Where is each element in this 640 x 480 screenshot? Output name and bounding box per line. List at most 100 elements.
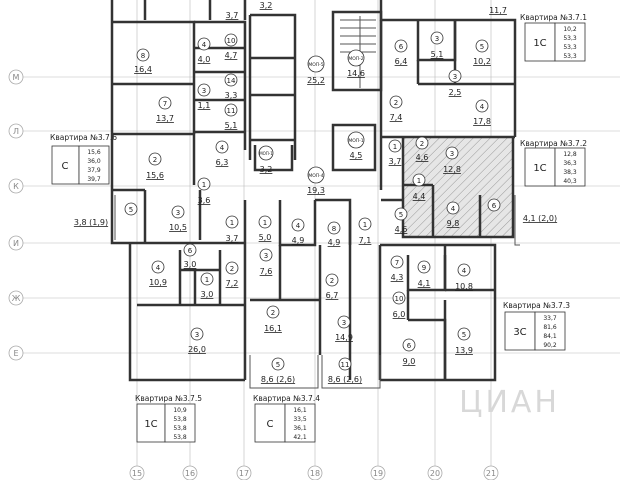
room: 11 8,6 (2,6) — [328, 357, 362, 384]
room: 2 7,2 — [225, 261, 239, 288]
room-number: 11 — [227, 107, 236, 115]
room: 2 15,6 — [146, 152, 164, 180]
room-number: 1 — [417, 177, 421, 185]
room-number: 5 — [480, 43, 484, 51]
room-number: 4 — [202, 41, 207, 49]
room-area: 4,1 (2,0) — [523, 214, 557, 223]
room: 2 7,4 — [389, 95, 403, 122]
room-number: 3 — [342, 319, 346, 327]
axis-row-e: Е — [13, 349, 18, 358]
room-area: 4,0 — [198, 55, 211, 64]
room-number: 2 — [394, 99, 398, 107]
unit-value: 10,2 — [563, 26, 577, 33]
room: 5 13,9 — [455, 327, 473, 355]
axis-row-l: Л — [13, 127, 19, 136]
axis-col-16: 16 — [185, 469, 195, 478]
unit-value: 16,1 — [293, 407, 307, 414]
unit-legend-3-7-3: Квартира №3.7.3 3С 33,7 81,6 84,1 90,2 — [503, 301, 570, 351]
room-number: 7 — [395, 259, 399, 267]
room-area: 8,6 (2,6) — [328, 375, 362, 384]
unit-value: 12,8 — [563, 151, 577, 158]
room: 3 1,1 — [197, 83, 211, 110]
room-number: 1 — [230, 219, 234, 227]
room: 2 6,7 — [325, 273, 339, 300]
room-area: 6,7 — [326, 291, 339, 300]
unit-value: 36,0 — [87, 158, 101, 165]
axis-col-18: 18 — [310, 469, 320, 478]
room-area: 7,6 — [260, 267, 273, 276]
room: 6 6,4 — [394, 39, 408, 66]
room-area: 3,3 — [225, 91, 238, 100]
room: 11,7 — [489, 6, 507, 15]
room: 8 16,4 — [134, 48, 152, 74]
room-number: 11 — [341, 361, 350, 369]
room: 4 6,3 — [215, 140, 229, 167]
room-number: 1 — [393, 143, 397, 151]
room-area: 4,7 — [225, 51, 238, 60]
room-number: МОП-5 — [308, 62, 323, 68]
unit-value: 15,6 — [87, 149, 101, 156]
unit-value: 36,1 — [293, 425, 307, 432]
room-area: 4,6 — [395, 225, 408, 234]
room: 5 4,6 — [394, 207, 408, 234]
room-number: 6 — [188, 247, 193, 255]
room-number: 7 — [163, 100, 167, 108]
room-number: 3 — [453, 73, 457, 81]
room-number: 4 — [296, 222, 301, 230]
unit-value: 81,6 — [543, 324, 557, 331]
room-area: 10,8 — [455, 282, 473, 291]
room-area: 19,3 — [307, 186, 325, 195]
room-area: 6,4 — [395, 57, 408, 66]
unit-value: 53,8 — [173, 416, 187, 423]
axis-row-m: М — [13, 73, 20, 82]
room: 3 26,0 — [188, 327, 206, 354]
unit-value: 42,1 — [293, 434, 307, 441]
unit-type: С — [267, 419, 274, 430]
room-number: 6 — [407, 342, 412, 350]
room-area: 14,9 — [335, 333, 353, 342]
unit-title: Квартира №3.7.5 — [135, 394, 202, 403]
room: 11 5,1 — [224, 103, 238, 130]
unit-title: Квартира №3.7.4 — [253, 394, 320, 403]
room-area: 6,0 — [393, 310, 406, 319]
room: 1 3,0 — [200, 272, 214, 299]
room: 5 10,2 — [473, 39, 491, 66]
room-area: 26,0 — [188, 345, 206, 354]
room-area: 4,3 — [391, 273, 404, 282]
unit-legend-3-7-1: Квартира №3.7.1 1С 10,2 53,3 53,3 53,3 — [520, 13, 587, 62]
room-area: 25,2 — [307, 76, 325, 85]
room: 4 10,8 — [455, 263, 473, 291]
room: 7 13,7 — [156, 96, 174, 123]
room: 7 4,3 — [390, 255, 404, 282]
room-area: 10,9 — [149, 278, 167, 287]
unit-type: 3С — [513, 327, 526, 338]
unit-title: Квартира №3.7.1 — [520, 13, 587, 22]
room-number: 3 — [450, 150, 454, 158]
room-number: 1 — [205, 276, 209, 284]
room: МОП-5 25,2 — [307, 55, 325, 85]
room: 5 3,8 (1,9) — [74, 202, 138, 227]
room: 3 5,1 — [430, 31, 444, 59]
room-area: 13,9 — [455, 346, 473, 355]
room-area: 3,2 — [260, 1, 273, 10]
room: 1 3,6 — [197, 177, 211, 205]
room-labels: 3,7 11,7 8 16,4 4 4,0 10 4,7 14 3,3 3 1 — [74, 1, 557, 384]
room-number: 4 — [156, 264, 161, 272]
unit-type: С — [62, 161, 69, 172]
room-area: 3,0 — [201, 290, 214, 299]
room-number: 10 — [227, 37, 236, 45]
room-area: 8,6 (2,6) — [261, 375, 295, 384]
room: 3 14,9 — [335, 315, 353, 342]
room-number: 3 — [202, 87, 206, 95]
room-number: 6 — [399, 43, 404, 51]
room-number: 4 — [451, 205, 456, 213]
room-number: 5 — [399, 211, 403, 219]
unit-title: Квартира №3.7.2 — [520, 139, 587, 148]
room-area: 16,4 — [134, 65, 152, 74]
room-number: 1 — [263, 219, 267, 227]
room-number: 10 — [395, 295, 404, 303]
room: МОП-2 14,6 — [347, 49, 365, 78]
room-number: 2 — [153, 156, 157, 164]
row-axis-markers: М Л К И Ж Е — [8, 69, 24, 361]
unit-type: 1С — [144, 419, 157, 430]
